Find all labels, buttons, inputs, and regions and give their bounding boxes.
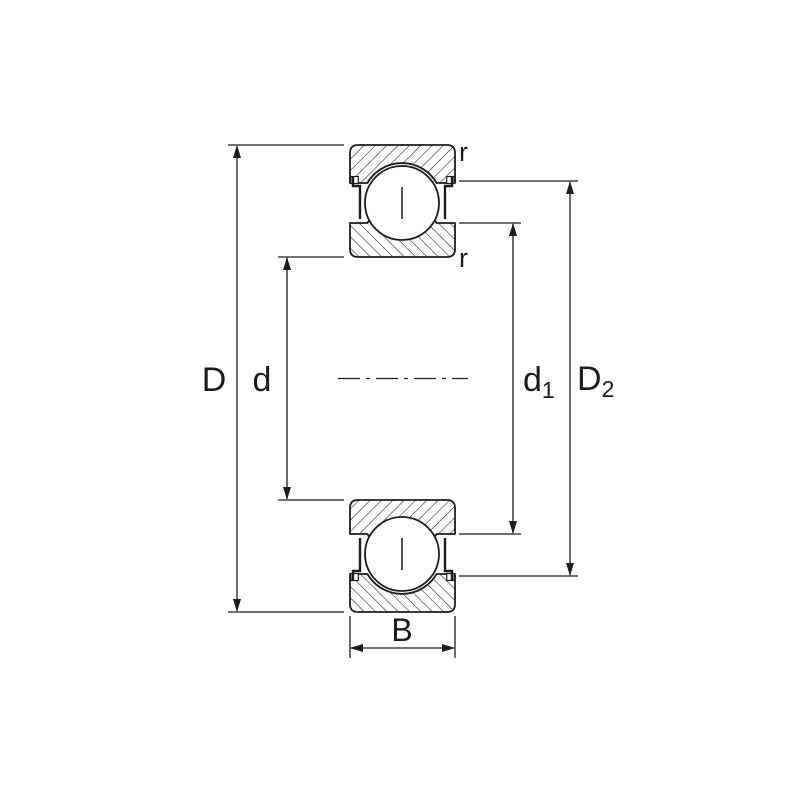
arrowhead-D2-top (566, 181, 574, 194)
arrowhead-d-bottom (283, 487, 291, 500)
arrowhead-B-left (350, 644, 363, 652)
bearing-lower-half-section (348, 498, 457, 614)
arrowhead-D-bottom (233, 599, 241, 612)
label-bore-diameter-d: d (253, 361, 272, 399)
label-recess-diameter-D2: D2 (577, 360, 614, 402)
shield-groove-right (446, 175, 455, 185)
arrowheads (233, 145, 574, 652)
shield-groove-left (350, 175, 359, 185)
shield-right (443, 177, 454, 219)
label-chamfer-r-inner: r (459, 243, 468, 273)
arrowhead-d-top (283, 257, 291, 270)
arrowhead-d1-bottom (509, 521, 517, 534)
arrowhead-B-right (442, 644, 455, 652)
arrowhead-D2-bottom (566, 563, 574, 576)
label-outer-diameter-D: D (202, 361, 227, 399)
shield-left (351, 177, 362, 219)
label-D2-subscript: 2 (602, 376, 615, 402)
label-chamfer-r-outer: r (459, 137, 468, 167)
dimension-lines (236, 146, 571, 649)
arrowhead-d1-top (509, 223, 517, 236)
arrowhead-D-top (233, 145, 241, 158)
bearing-upper-half-section (349, 144, 456, 258)
outer-ring-section (349, 144, 456, 184)
label-d1-subscript: 1 (542, 377, 555, 403)
label-D2-base: D (577, 360, 602, 398)
label-d1-base: d (523, 361, 542, 399)
label-width-B: B (391, 612, 412, 648)
extension-lines (228, 144, 578, 658)
label-shoulder-diameter-d1: d1 (523, 361, 555, 403)
